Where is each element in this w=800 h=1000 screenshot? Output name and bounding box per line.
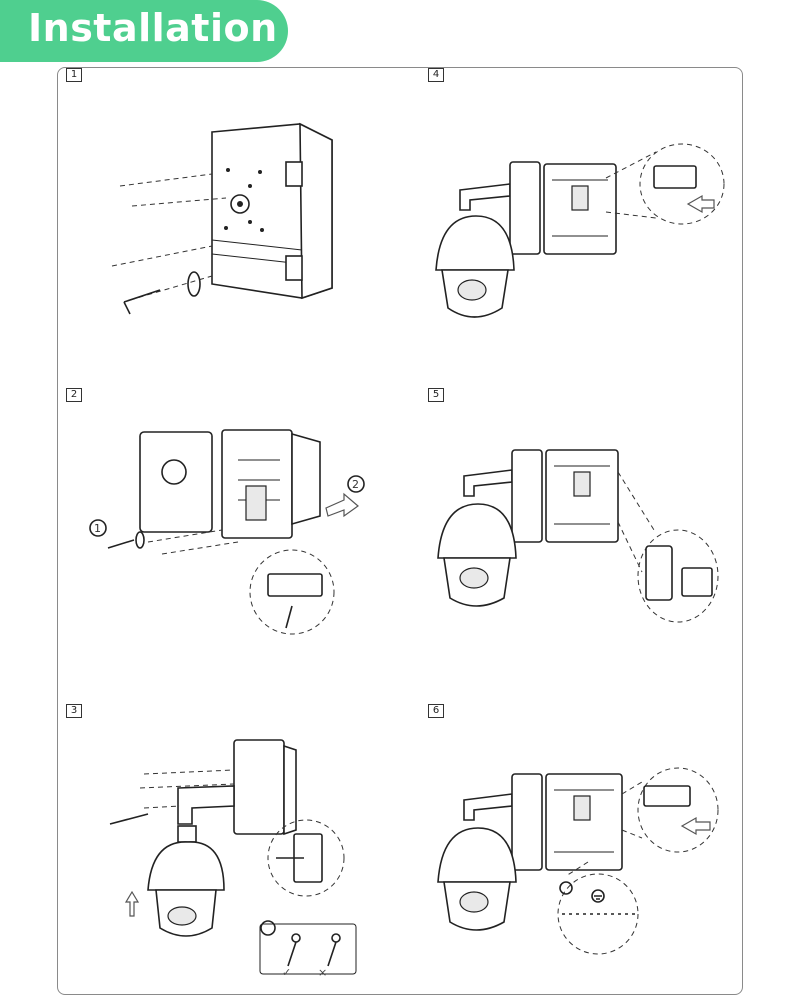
arrow-icon	[680, 816, 711, 836]
step6-illustration	[437, 767, 719, 955]
step3-illustration: ✓ ×	[109, 739, 357, 979]
callout-2: 2	[352, 478, 359, 491]
step2-illustration: 2 1	[89, 429, 365, 635]
power-supply	[645, 545, 673, 601]
allen-key-icon	[109, 813, 149, 825]
arrow-icon	[686, 194, 715, 214]
allen-key-icon	[107, 539, 135, 549]
step-number-1: 1	[66, 68, 82, 82]
step1-illustration	[111, 122, 333, 315]
wall-bracket	[177, 785, 235, 825]
dinrail-module	[653, 165, 697, 189]
correct-mark: ✓	[282, 966, 291, 979]
callout-circle-1	[89, 519, 107, 537]
junction-box-open	[139, 429, 321, 539]
camera-assembly	[437, 773, 623, 931]
lightbulb-icon	[260, 920, 276, 936]
tip-box: ✓ ×	[259, 920, 357, 979]
step-number-2: 2	[66, 388, 82, 402]
instructions-frame	[57, 67, 743, 995]
screw-icon	[285, 605, 293, 629]
screw-icon	[327, 941, 337, 967]
ground-icon	[591, 889, 605, 903]
screw-icon	[287, 941, 297, 967]
camera-assembly	[437, 449, 619, 607]
step4-illustration	[435, 143, 725, 318]
page-title: Installation	[28, 6, 278, 50]
callout-1: 1	[94, 522, 101, 535]
allen-key-icon	[123, 289, 161, 315]
camera-assembly	[435, 161, 617, 318]
step-number-6: 6	[428, 704, 444, 718]
title-banner: Installation	[0, 0, 288, 62]
terminal-block	[267, 573, 323, 597]
lightbulb-icon	[559, 881, 573, 895]
lightning-protector	[643, 785, 691, 807]
junction-box	[211, 122, 333, 300]
washer-icon	[135, 531, 145, 549]
arrow-icon	[325, 492, 359, 518]
wrong-mark: ×	[318, 966, 327, 979]
step-number-3: 3	[66, 704, 82, 718]
step-number-4: 4	[428, 68, 444, 82]
junction-box	[233, 739, 285, 835]
washer-icon	[187, 271, 201, 297]
step5-illustration	[437, 449, 719, 623]
step-number-5: 5	[428, 388, 444, 402]
camera-dome	[147, 825, 225, 937]
callout-circle-2	[347, 475, 365, 493]
arrow-icon	[124, 890, 140, 917]
